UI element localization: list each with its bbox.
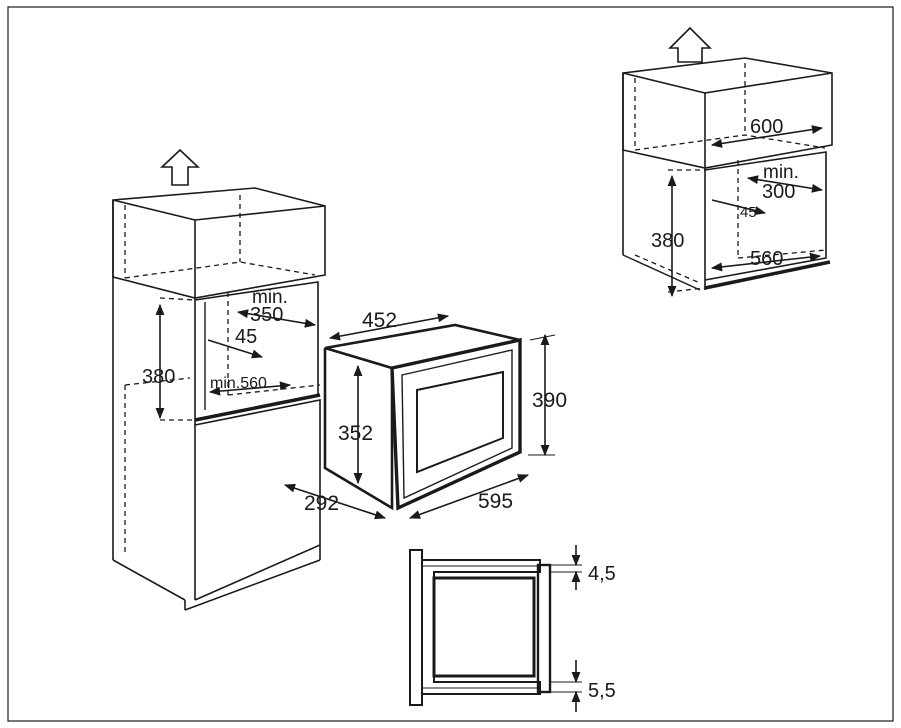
- tall-cabinet: [112, 148, 326, 611]
- cabinet-top-box: [112, 187, 326, 299]
- diagram-frame: [7, 6, 894, 722]
- tall-width-min560: min.560: [210, 375, 267, 392]
- profile-top-gap: 4,5: [588, 563, 616, 585]
- up-arrow-icon-2: [668, 26, 712, 63]
- oven-height-390: 390: [532, 389, 567, 412]
- wall-width-600: 600: [750, 116, 783, 138]
- profile-oven: [432, 576, 536, 678]
- up-arrow-icon: [159, 148, 201, 186]
- oven-window: [416, 370, 504, 474]
- tall-depth-350: 350: [250, 304, 283, 326]
- oven-inner-352: 352: [338, 422, 373, 445]
- wall-depth-300: 300: [762, 181, 795, 203]
- wall-cabinet: [622, 26, 833, 298]
- tall-gap-45: 45: [235, 326, 257, 348]
- wall-width-560: 560: [750, 248, 783, 270]
- wall-min-label: min.: [763, 162, 799, 183]
- cabinet-lower-door: [194, 399, 321, 601]
- oven-front-frame: [390, 337, 522, 511]
- oven-depth-452: 452: [362, 309, 397, 332]
- tall-min-label: min.: [252, 287, 288, 308]
- profile-section: [409, 545, 582, 712]
- oven-width-595: 595: [478, 490, 513, 513]
- profile-frame: [536, 563, 552, 694]
- oven-unit: [283, 313, 556, 520]
- wall-gap-45: 45: [740, 204, 757, 221]
- profile-bottom-gap: 5,5: [588, 680, 616, 702]
- wall-height-380: 380: [651, 230, 684, 252]
- wall-top-box: [622, 57, 833, 169]
- oven-depth-292: 292: [304, 492, 339, 515]
- tall-height-380: 380: [142, 366, 175, 388]
- profile-wall: [409, 549, 423, 706]
